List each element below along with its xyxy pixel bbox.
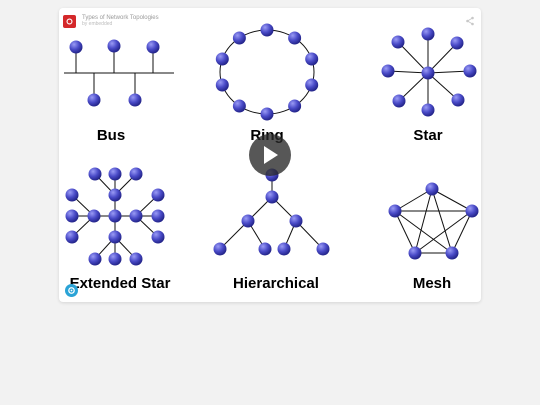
extended-star-leaf-node (65, 188, 79, 202)
star-node (381, 64, 395, 78)
bus-node (107, 39, 121, 53)
play-icon (264, 146, 278, 164)
extended-star-leaf-node (151, 209, 165, 223)
star-node (391, 35, 405, 49)
mesh-link-line (414, 188, 433, 254)
extended-star-leaf-node (108, 167, 122, 181)
extended-star-hub-node (108, 188, 122, 202)
hierarchical-line (219, 220, 249, 250)
star-node (450, 36, 464, 50)
ring-node (305, 52, 319, 66)
share-icon[interactable] (465, 13, 475, 26)
ring-node (215, 78, 229, 92)
bus-node (146, 40, 160, 54)
hierarchical-node (316, 242, 330, 256)
ring-line (219, 29, 315, 115)
mesh-node (465, 204, 479, 218)
badge-icon[interactable] (65, 284, 78, 297)
extended-star-hub-node (129, 209, 143, 223)
star-hub-node (421, 66, 435, 80)
extended-star-leaf-node (108, 252, 122, 266)
presentation-header: Types of Network Topologies by embedded (63, 11, 463, 31)
label-mesh: Mesh (413, 275, 451, 292)
mesh-link-line (394, 210, 453, 254)
extended-star-leaf-node (88, 252, 102, 266)
bus-node (69, 40, 83, 54)
ring-node (260, 107, 274, 121)
label-bus: Bus (97, 127, 125, 144)
star-node (463, 64, 477, 78)
presentation-author: by embedded (82, 21, 113, 27)
star-spoke-line (427, 70, 471, 74)
extended-star-leaf-node (65, 230, 79, 244)
hierarchical-node (289, 214, 303, 228)
star-node (392, 94, 406, 108)
extended-star-hub-node (87, 209, 101, 223)
hierarchical-node (241, 214, 255, 228)
extended-star-leaf-node (88, 167, 102, 181)
label-extended-star: Extended Star (70, 275, 171, 292)
bus-node (87, 93, 101, 107)
ring-node (288, 31, 302, 45)
extended-star-hub-node (108, 230, 122, 244)
star-spoke-line (387, 70, 429, 74)
mesh-node (408, 246, 422, 260)
mesh-node (425, 182, 439, 196)
hierarchical-node (265, 190, 279, 204)
presentation-card: Types of Network Topologies by embedded … (59, 8, 481, 302)
extended-star-leaf-node (129, 252, 143, 266)
extended-star-leaf-node (151, 230, 165, 244)
mesh-link-line (431, 188, 473, 212)
mesh-link-line (451, 210, 473, 254)
extended-star-leaf-node (65, 209, 79, 223)
ring-node (305, 78, 319, 92)
ring-node (215, 52, 229, 66)
presentation-title[interactable]: Types of Network Topologies (82, 15, 159, 21)
topologies-diagram: Bus Ring Star Extended Star Hierarchical… (64, 23, 479, 292)
star-spoke-line (427, 72, 459, 101)
prezi-logo-icon[interactable] (63, 14, 76, 28)
ring-node (232, 99, 246, 113)
star-node (421, 27, 435, 41)
extended-star-leaf-node (129, 167, 143, 181)
star-node (421, 103, 435, 117)
mesh-node (388, 204, 402, 218)
star-spoke-line (397, 41, 429, 74)
ring-node (288, 99, 302, 113)
play-button[interactable] (249, 134, 291, 176)
star-spoke-line (398, 72, 429, 102)
hierarchical-node (277, 242, 291, 256)
label-hierarchical: Hierarchical (233, 275, 319, 292)
mesh-node (445, 246, 459, 260)
mesh-link-line (414, 210, 473, 254)
mesh-link-line (394, 188, 433, 212)
mesh-link-line (394, 210, 416, 254)
label-star: Star (413, 127, 442, 144)
hierarchical-node (213, 242, 227, 256)
star-node (451, 93, 465, 107)
star-spoke-line (427, 42, 458, 74)
ring-node (232, 31, 246, 45)
extended-star-center-node (108, 209, 122, 223)
hierarchical-node (258, 242, 272, 256)
ring-node (260, 23, 274, 37)
mesh-link-line (431, 188, 453, 254)
bus-node (128, 93, 142, 107)
extended-star-leaf-node (151, 188, 165, 202)
